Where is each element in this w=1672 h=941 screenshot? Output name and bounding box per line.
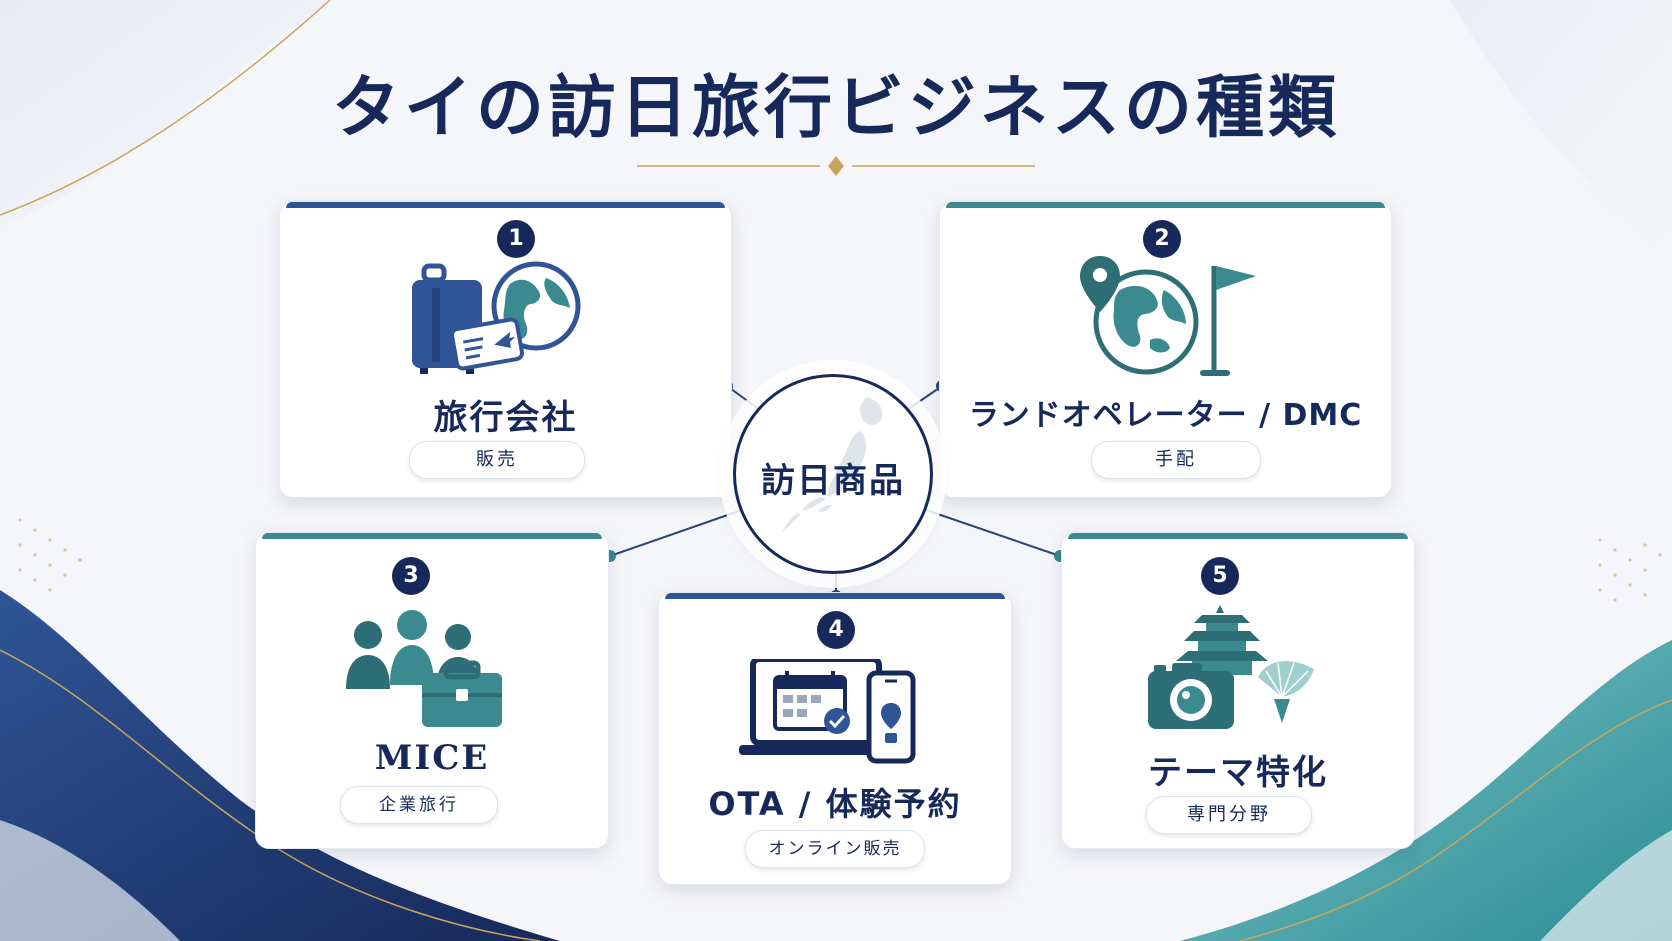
card-number-badge: 2 — [1143, 220, 1181, 258]
group-briefcase-icon — [346, 610, 502, 727]
center-hub: 訪日商品 — [733, 374, 933, 574]
japan-map-icon — [782, 397, 883, 533]
suitcase-globe-icon — [412, 261, 581, 374]
page-title: タイの訪日旅行ビジネスの種類 — [331, 68, 1340, 148]
card-travel-agency: 1 旅行会社 販売 — [279, 201, 732, 498]
pagoda-camera-fan-icon — [1148, 605, 1314, 729]
card-number-badge: 4 — [817, 611, 855, 649]
card-number-badge: 5 — [1201, 557, 1239, 595]
card-ota: 4 OTA / 体験予約 オンライン販売 — [658, 592, 1012, 885]
card-label: OTA / 体験予約 — [708, 785, 962, 823]
card-tag-pill: 専門分野 — [1146, 796, 1312, 834]
card-theme-specialized: 5 テーマ特化 専門分野 — [1061, 532, 1415, 849]
card-number-badge: 1 — [497, 220, 535, 258]
card-topbar — [1068, 533, 1408, 539]
card-topbar — [262, 533, 602, 539]
card-topbar — [286, 202, 725, 208]
card-tag-pill: 企業旅行 — [340, 786, 498, 824]
card-label: ランドオペレーター / DMC — [968, 398, 1363, 433]
laptop-phone-booking-icon — [739, 659, 916, 764]
card-number-badge: 3 — [392, 557, 430, 595]
card-label: テーマ特化 — [1148, 753, 1328, 793]
card-tag-pill: 販売 — [409, 441, 585, 479]
card-tag-pill: 手配 — [1091, 441, 1261, 479]
card-mice: 3 MICE 企業旅行 — [255, 532, 609, 849]
card-label: 旅行会社 — [433, 398, 578, 438]
map-pin-globe-flag-icon — [1080, 256, 1256, 376]
card-topbar — [946, 202, 1385, 208]
card-topbar — [665, 593, 1005, 599]
card-land-operator: 2 ランドオペレーター / DMC 手配 — [939, 201, 1392, 498]
card-label: MICE — [374, 738, 490, 778]
card-tag-pill: オンライン販売 — [745, 830, 925, 868]
center-label: 訪日商品 — [761, 461, 905, 501]
